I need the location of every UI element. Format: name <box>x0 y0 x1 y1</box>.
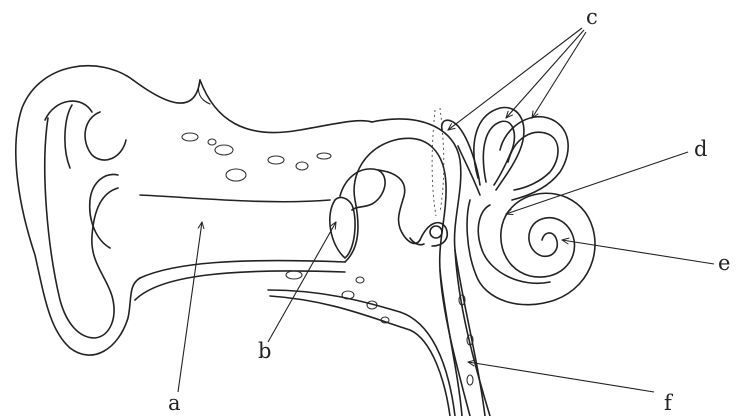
pinna <box>16 66 140 355</box>
semicircular-canals <box>442 108 568 275</box>
label-e: e <box>718 251 730 275</box>
pointer-b <box>268 222 336 342</box>
bone-texture <box>182 133 473 385</box>
label-b: b <box>258 339 271 363</box>
pointer-d <box>506 152 688 214</box>
label-c: c <box>586 5 598 29</box>
pointer-c-1 <box>448 28 582 130</box>
eardrum-and-ossicles <box>330 108 447 258</box>
pointer-lines <box>178 28 714 392</box>
pointer-e <box>562 240 714 264</box>
middle-ear-cavity <box>198 80 490 416</box>
pointer-f <box>468 362 654 392</box>
pointer-a <box>178 222 202 392</box>
label-d: d <box>694 137 707 161</box>
label-f: f <box>664 391 674 415</box>
pointer-c-2 <box>506 30 584 118</box>
auditory-tube <box>440 250 485 416</box>
label-a: a <box>168 391 181 415</box>
ear-canal <box>133 80 372 300</box>
cochlea <box>476 193 595 304</box>
labels: a b c d e f <box>168 5 730 415</box>
